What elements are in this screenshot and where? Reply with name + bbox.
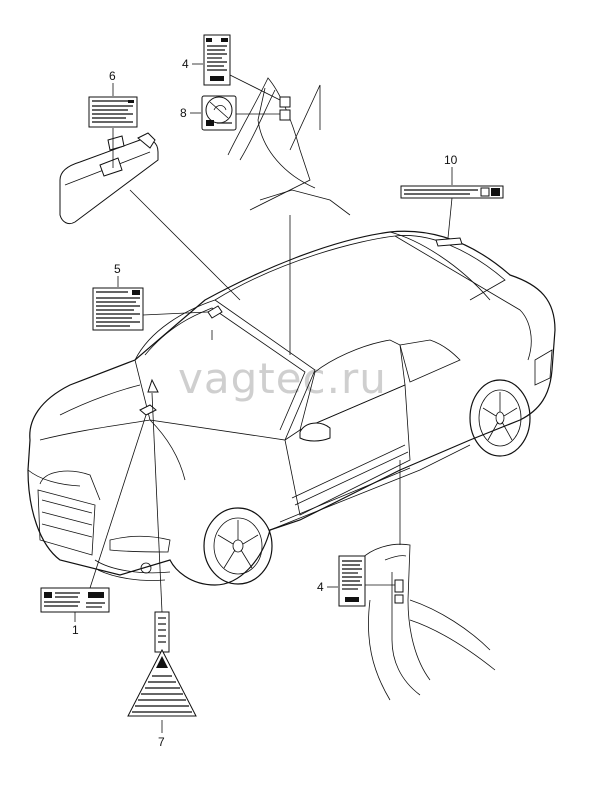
label-4-top	[203, 34, 231, 86]
b-pillar-detail-top	[227, 77, 351, 216]
callout-5: 5	[114, 262, 121, 276]
label-1	[40, 587, 110, 613]
label-6	[88, 96, 138, 128]
sun-visor	[59, 132, 159, 225]
b-pillar-detail-bottom	[359, 543, 496, 701]
callout-8: 8	[180, 106, 187, 120]
callout-4-top: 4	[182, 57, 189, 71]
label-5	[92, 287, 144, 331]
label-4-bottom	[338, 555, 366, 607]
watermark: vagtec.ru	[178, 354, 387, 403]
label-8-airbag	[201, 95, 237, 131]
label-7-warning-triangle	[127, 611, 197, 717]
callout-1: 1	[72, 623, 79, 637]
callout-6: 6	[109, 69, 116, 83]
rear-wheel	[469, 379, 531, 457]
label-10	[400, 185, 504, 199]
callout-4-bottom: 4	[317, 580, 324, 594]
callout-10: 10	[444, 153, 458, 167]
leader-lines	[74, 63, 453, 733]
car-body	[27, 230, 556, 586]
front-wheel	[203, 507, 273, 585]
callout-7: 7	[158, 735, 165, 749]
